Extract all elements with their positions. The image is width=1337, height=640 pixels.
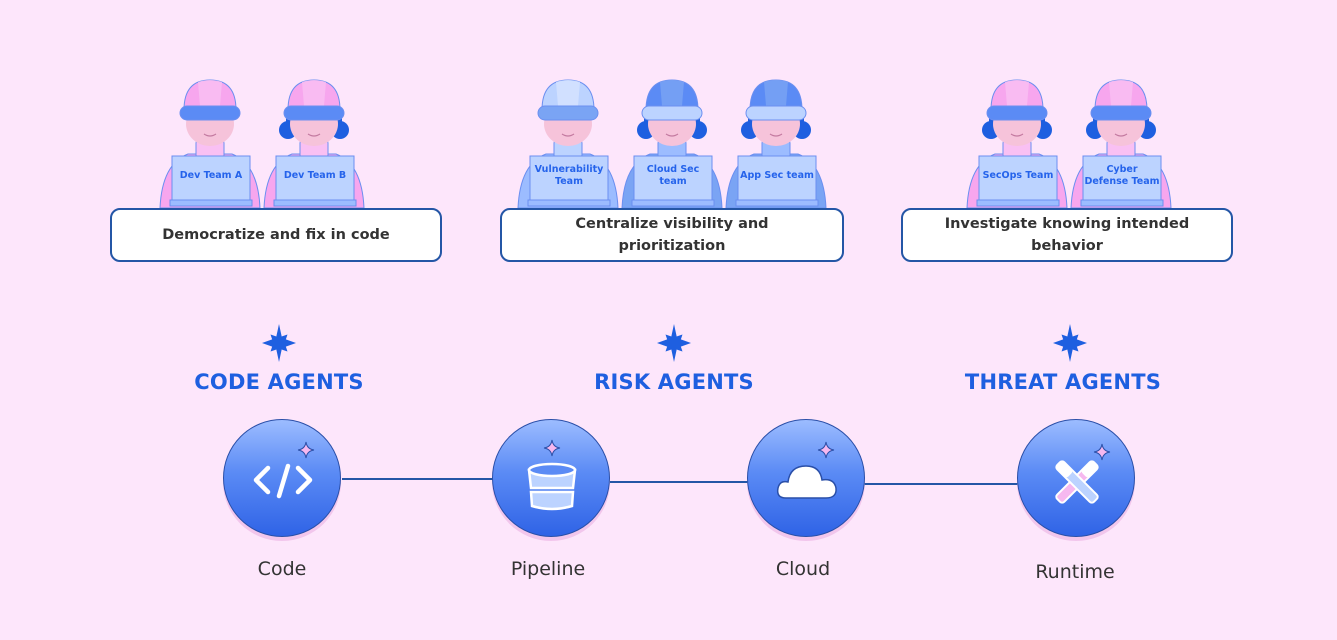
- stage-label-runtime: Runtime: [1035, 561, 1115, 583]
- team-member: Cyber Defense Team: [1069, 70, 1173, 208]
- cloud-icon: [776, 441, 837, 499]
- team-people: Vulnerability Team Cloud Sec team App Se…: [516, 70, 828, 208]
- stage-label-code: Code: [257, 558, 307, 580]
- risk-agents-title: RISK AGENTS: [594, 370, 754, 394]
- stage-node-code[interactable]: [223, 419, 341, 537]
- person-illustration: [159, 79, 261, 208]
- person-illustration: [263, 79, 365, 208]
- laptop-label: Cloud Sec team: [646, 164, 700, 187]
- stage-node-cloud[interactable]: [747, 419, 865, 537]
- stage-label-pipeline: Pipeline: [510, 558, 586, 580]
- stage-node-pipeline[interactable]: [492, 419, 610, 537]
- crossed-tools-icon: [1055, 443, 1111, 504]
- team-member: App Sec team: [724, 70, 828, 208]
- laptop-label: SecOps Team: [982, 170, 1054, 181]
- person-illustration: [621, 79, 723, 208]
- team-member: Cloud Sec team: [620, 70, 724, 208]
- sparkle-star-shape: [657, 324, 691, 362]
- code-agents-title: CODE AGENTS: [194, 370, 364, 394]
- team-member: Dev Team A: [158, 70, 262, 208]
- person-illustration: [966, 79, 1068, 208]
- description-box: Investigate knowing intended behavior: [901, 208, 1233, 262]
- description-box: Centralize visibility and prioritization: [500, 208, 844, 262]
- sparkle-star-shape: [262, 324, 296, 362]
- connector-line: [610, 481, 748, 483]
- laptop-label: Vulnerability Team: [534, 164, 604, 187]
- stage-label-cloud: Cloud: [775, 558, 831, 580]
- laptop-label: Dev Team A: [179, 170, 243, 181]
- stage-node-runtime[interactable]: [1017, 419, 1135, 537]
- team-member: SecOps Team: [965, 70, 1069, 208]
- laptop-label: Cyber Defense Team: [1084, 164, 1160, 187]
- team-people: Dev Team A Dev Team B: [158, 70, 366, 208]
- connector-line: [342, 478, 494, 480]
- pipeline-database-icon: [527, 439, 577, 511]
- team-member: Dev Team B: [262, 70, 366, 208]
- person-illustration: [517, 79, 619, 208]
- threat-agents-title: THREAT AGENTS: [964, 370, 1162, 394]
- laptop-label: App Sec team: [740, 170, 814, 181]
- sparkle-star-icon: [1050, 323, 1090, 363]
- description-box: Democratize and fix in code: [110, 208, 442, 262]
- person-illustration: [1070, 79, 1172, 208]
- sparkle-star-icon: [259, 323, 299, 363]
- sparkle-star-icon: [654, 323, 694, 363]
- team-member: Vulnerability Team: [516, 70, 620, 208]
- team-people: SecOps Team Cyber Defense Team: [965, 70, 1173, 208]
- connector-line: [864, 483, 1018, 485]
- person-illustration: [725, 79, 827, 208]
- laptop-label: Dev Team B: [283, 170, 347, 181]
- code-brackets-icon: [253, 441, 315, 499]
- sparkle-star-shape: [1053, 324, 1087, 362]
